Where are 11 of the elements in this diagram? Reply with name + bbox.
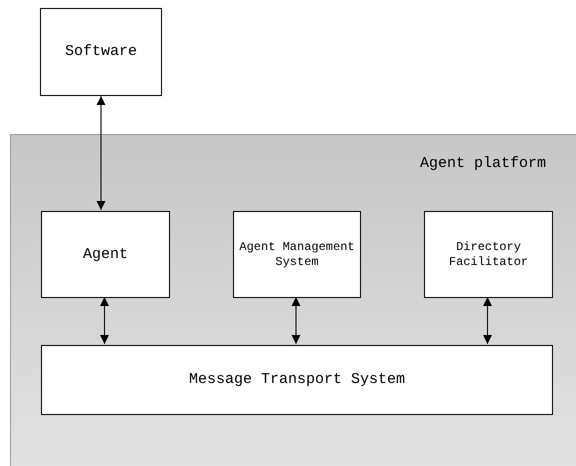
panel-title: Agent platform bbox=[420, 155, 546, 172]
component-box: Message Transport System bbox=[41, 345, 553, 415]
component-box: Software bbox=[40, 8, 162, 96]
double-arrow bbox=[100, 296, 109, 344]
double-arrow bbox=[292, 296, 300, 344]
double-arrow bbox=[96, 96, 106, 210]
component-box: Agent bbox=[41, 211, 170, 298]
component-box: Directory Facilitator bbox=[424, 211, 553, 298]
component-box: Agent Management System bbox=[233, 211, 361, 298]
double-arrow bbox=[483, 296, 492, 344]
platform-panel bbox=[10, 134, 576, 466]
